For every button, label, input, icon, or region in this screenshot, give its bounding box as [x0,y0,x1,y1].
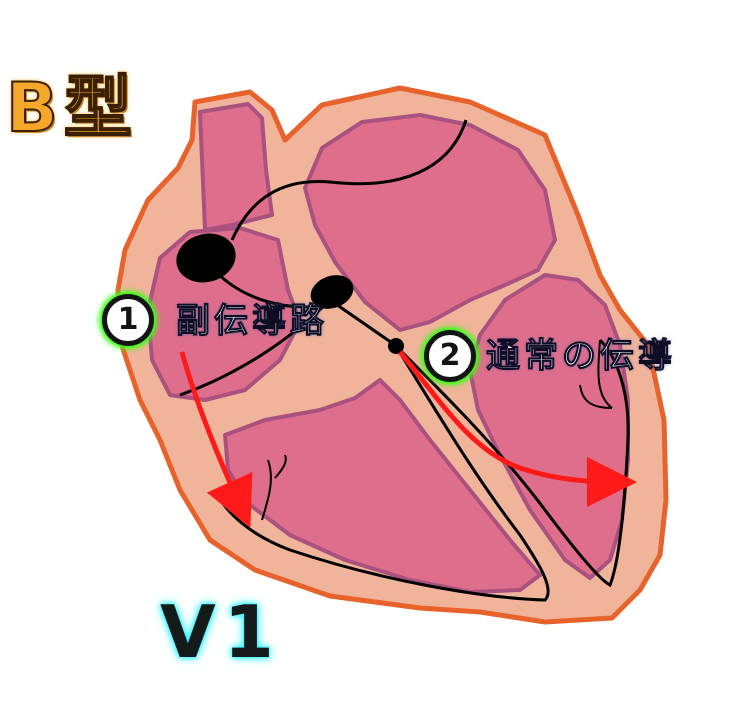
normal-conduction-label: 通常の伝導 [485,335,676,377]
accessory-pathway-label: 副伝導路 [175,300,328,342]
purkinje-fiber-right [261,454,287,521]
pathway-number-1: 1 [102,294,154,346]
purkinje-fiber-left [579,339,613,409]
ecg-lead-label: V1 [160,590,282,674]
conduction-lead-from-top [230,119,468,241]
left-bundle-branch [393,338,630,588]
right-bundle-branch [213,344,550,602]
av-node [310,275,354,309]
pathway-number-2: 2 [424,330,476,382]
accessory-pathway-arrow [179,351,253,528]
aorta [198,102,274,232]
sa-node [176,233,236,283]
wpw-type-title: B型 [5,68,138,149]
his-bundle [388,338,404,354]
right-ventricle [223,378,542,594]
normal-conduction-arrow [398,350,637,507]
left-atrium [303,113,557,332]
